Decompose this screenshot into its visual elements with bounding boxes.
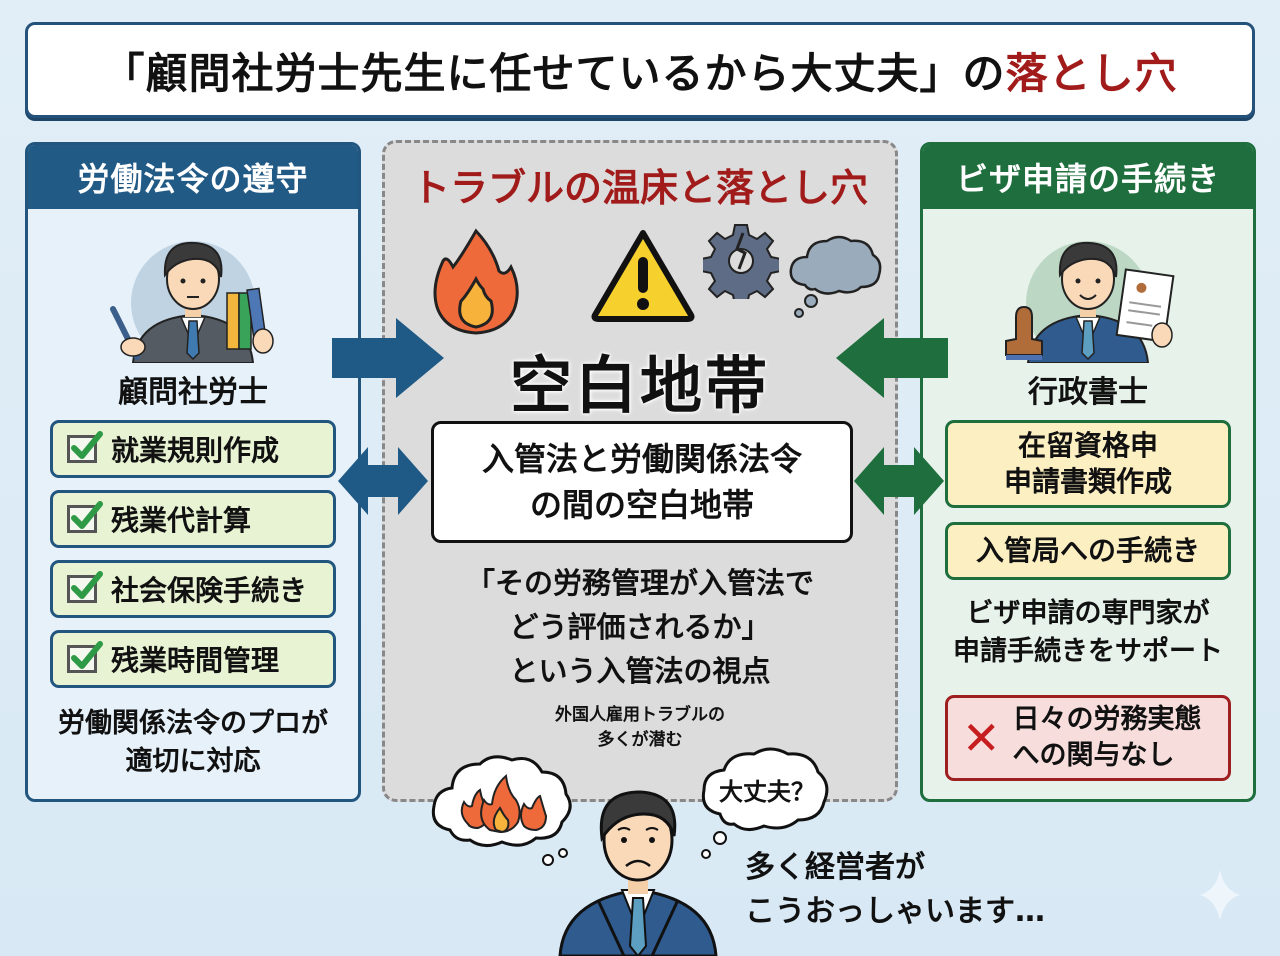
gap-box-line2: の間の空白地帯 [529, 486, 754, 524]
thought-dot-icon [558, 848, 568, 858]
worried-manager-icon [558, 790, 718, 956]
arrow-right-blue-icon [332, 318, 444, 398]
title-main: 「顧問社労士先生に任せているから大丈夫」の [102, 48, 1006, 98]
gap-heading: 空白地帯 [509, 349, 770, 422]
checkbox-checked-icon [67, 641, 103, 673]
cloud-thought-icon [789, 235, 882, 318]
fire-thought-bubble-icon [431, 755, 572, 866]
visa-note-line1: ビザ申請の専門家が [966, 598, 1210, 629]
speech-thought-bubble [701, 747, 829, 831]
visa-task-line2: 申請書類作成 [1003, 465, 1172, 498]
x-mark-icon: ✕ [962, 711, 1001, 765]
labor-law-note-line2: 適切に対応 [125, 746, 261, 777]
sparkle-icon [1200, 870, 1240, 920]
labor-law-note: 労働関係法令のプロが 適切に対応 [28, 705, 358, 781]
task-label: 残業代計算 [111, 504, 252, 537]
fire-icon [433, 228, 519, 335]
task-label: 残業時間管理 [111, 644, 280, 677]
title-banner: 「顧問社労士先生に任せているから大丈夫」の落とし穴 [25, 22, 1255, 118]
gap-box-line1: 入管法と労働関係法令 [481, 440, 802, 478]
labor-law-note-line1: 労働関係法令のプロが [58, 708, 328, 739]
visa-note-line2: 申請手続きをサポート [953, 636, 1223, 667]
labor-law-panel-header: 労働法令の遵守 [28, 145, 358, 209]
consultant-role-label: 顧問社労士 [118, 375, 268, 410]
quote-line2: どう評価されるか」 [509, 610, 771, 644]
visa-task-line1: 在留資格申 [1017, 429, 1158, 462]
trouble-note-line1: 外国人雇用トラブルの [555, 705, 725, 725]
gap-definition-box: 入管法と労働関係法令 の間の空白地帯 [431, 421, 853, 543]
double-arrow-green-icon [854, 447, 944, 515]
trouble-note: 外国人雇用トラブルの 多くが潜む [385, 703, 895, 753]
task-item: 就業規則作成 [50, 420, 336, 478]
consultant-avatar-icon [103, 223, 283, 365]
visa-task-line1: 入管局への手続き [975, 534, 1200, 567]
arrow-left-green-icon [836, 318, 948, 398]
visa-panel-header: ビザ申請の手続き [923, 145, 1253, 209]
visa-task-item: 入管局への手続き [945, 522, 1231, 580]
gap-zone-header: トラブルの温床と落とし穴 [411, 166, 868, 210]
quote-line1: 「その労務管理が入管法で [465, 566, 814, 600]
manager-caption: 多く経営者が こうおっしゃいます… [745, 846, 1045, 934]
caption-line1: 多く経営者が [745, 850, 925, 885]
checkbox-checked-icon [67, 431, 103, 463]
thought-dots-icon [701, 831, 727, 859]
checkbox-checked-icon [67, 571, 103, 603]
task-item: 残業時間管理 [50, 630, 336, 688]
visa-procedure-panel: ビザ申請の手続き 行政書士 在留資格申 [920, 142, 1256, 802]
task-label: 就業規則作成 [111, 434, 280, 467]
immigration-perspective-quote: 「その労務管理が入管法で どう評価されるか」 という入管法の視点 [385, 561, 895, 693]
gap-zone-panel: トラブルの温床と落とし穴 空白地帯 入管法と労働関係法令 の間の空白地帯 「その… [382, 140, 898, 802]
task-item: 社会保険手続き [50, 560, 336, 618]
broken-gear-icon [703, 224, 779, 299]
title-accent: 落とし穴 [1005, 48, 1178, 98]
double-arrow-blue-icon [338, 447, 428, 515]
caption-line2: こうおっしゃいます… [745, 894, 1045, 929]
visa-note: ビザ申請の専門家が 申請手続きをサポート [923, 595, 1253, 671]
warning-line2: への関与なし [1012, 740, 1175, 771]
task-label: 社会保険手続き [111, 574, 308, 607]
quote-line3: という入管法の視点 [509, 654, 771, 688]
labor-law-panel: 労働法令の遵守 顧問社労士 就業規則作成 残業代計算 社会保険手続き [25, 142, 361, 802]
thought-bubble-text: 大丈夫？ [719, 778, 815, 806]
warning-icon [591, 230, 695, 322]
warning-line1: 日々の労務実態 [1012, 704, 1202, 735]
scrivener-role-label: 行政書士 [1028, 375, 1148, 410]
checkbox-checked-icon [67, 501, 103, 533]
no-involvement-warning: ✕ 日々の労務実態 への関与なし [945, 695, 1231, 781]
trouble-note-line2: 多くが潜む [597, 730, 683, 750]
visa-task-item: 在留資格申 申請書類作成 [945, 420, 1231, 508]
task-item: 残業代計算 [50, 490, 336, 548]
scrivener-avatar-icon [998, 223, 1178, 365]
